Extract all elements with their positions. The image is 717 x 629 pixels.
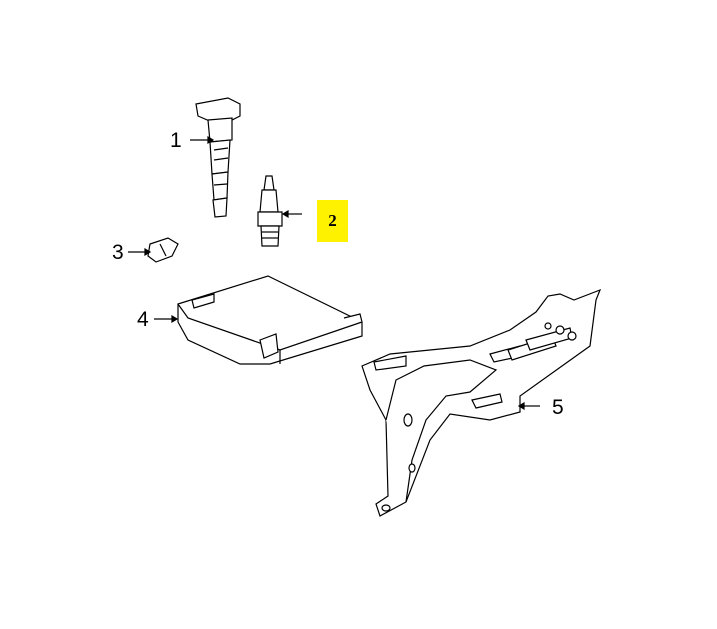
callout-4: 4 xyxy=(137,308,149,331)
connector-clip-drawing xyxy=(147,237,179,263)
callout-2-highlighted: 2 xyxy=(317,200,348,242)
callout-5: 5 xyxy=(552,396,564,419)
spark-plug-drawing xyxy=(257,175,283,247)
bracket-drawing xyxy=(361,288,602,517)
ignition-coil-drawing xyxy=(195,97,241,218)
callout-1: 1 xyxy=(170,129,182,152)
callout-3: 3 xyxy=(112,241,124,264)
leader-arrows xyxy=(128,135,540,411)
ecm-drawing xyxy=(177,275,363,365)
